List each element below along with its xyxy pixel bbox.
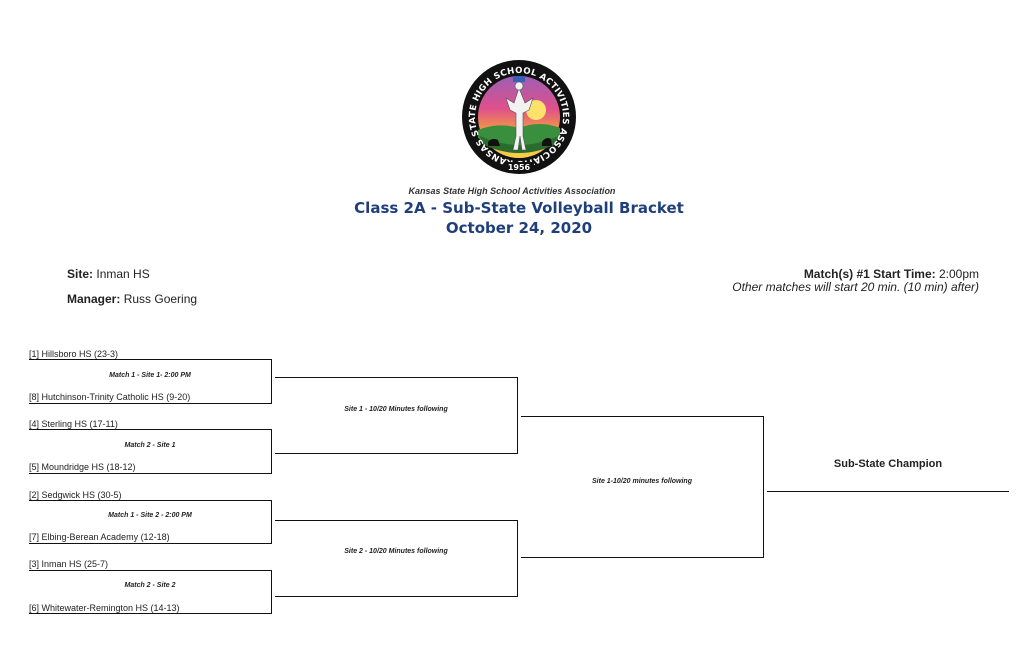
match-label: Match 1 - Site 1- 2:00 PM [109, 372, 191, 379]
team-slot-8: [8] Hutchinson-Trinity Catholic HS (9-20… [29, 392, 191, 402]
team-slot-2: [2] Sedgwick HS (30-5) [29, 490, 122, 500]
site-2-semifinal-box [275, 520, 518, 597]
manager-value: Russ Goering [123, 292, 198, 306]
semifinal-label: Site 1 - 10/20 Minutes following [344, 406, 448, 413]
site-label: Site: [67, 267, 94, 281]
organization-name: Kansas State High School Activities Asso… [408, 186, 616, 196]
start-time-label: Match(s) #1 Start Time: [803, 267, 936, 281]
event-date: October 24, 2020 [445, 219, 593, 237]
final-label: Site 1-10/20 minutes following [592, 478, 692, 485]
match-label: Match 2 - Site 1 [124, 442, 176, 449]
manager-label: Manager: [67, 292, 121, 306]
match-label: Match 1 - Site 2 - 2:00 PM [108, 512, 192, 519]
page-title: Class 2A - Sub-State Volleyball Bracket [354, 199, 684, 217]
match-1-site-2-box [29, 500, 272, 544]
semifinal-label: Site 2 - 10/20 Minutes following [344, 548, 448, 555]
team-slot-3: [3] Inman HS (25-7) [29, 559, 109, 569]
champion-label: Sub-State Champion [833, 458, 943, 470]
team-slot-5: [5] Moundridge HS (18-12) [29, 462, 136, 472]
match-2-site-2-box [29, 570, 272, 614]
final-box [521, 416, 764, 558]
team-slot-6: [6] Whitewater-Remington HS (14-13) [29, 603, 180, 613]
khsaa-logo: KANSAS STATE HIGH SCHOOL ACTIVITIES ASSO… [458, 58, 576, 174]
team-slot-1: [1] Hillsboro HS (23-3) [29, 349, 119, 359]
start-time-note: Other matches will start 20 min. (10 min… [732, 280, 979, 294]
site-info: Site: Inman HS [67, 267, 150, 281]
start-time-info: Match(s) #1 Start Time: 2:00pm [804, 267, 979, 281]
team-slot-4: [4] Sterling HS (17-11) [29, 419, 118, 429]
match-label: Match 2 - Site 2 [124, 582, 176, 589]
team-slot-7: [7] Elbing-Berean Academy (12-18) [29, 532, 170, 542]
manager-info: Manager: Russ Goering [67, 292, 197, 306]
match-2-site-1-box [29, 429, 272, 474]
site-1-semifinal-box [275, 377, 518, 454]
start-time-value: 2:00pm [938, 267, 979, 281]
site-value: Inman HS [96, 267, 150, 281]
match-1-site-1-box [29, 359, 272, 404]
svg-text:1956: 1956 [508, 163, 531, 172]
